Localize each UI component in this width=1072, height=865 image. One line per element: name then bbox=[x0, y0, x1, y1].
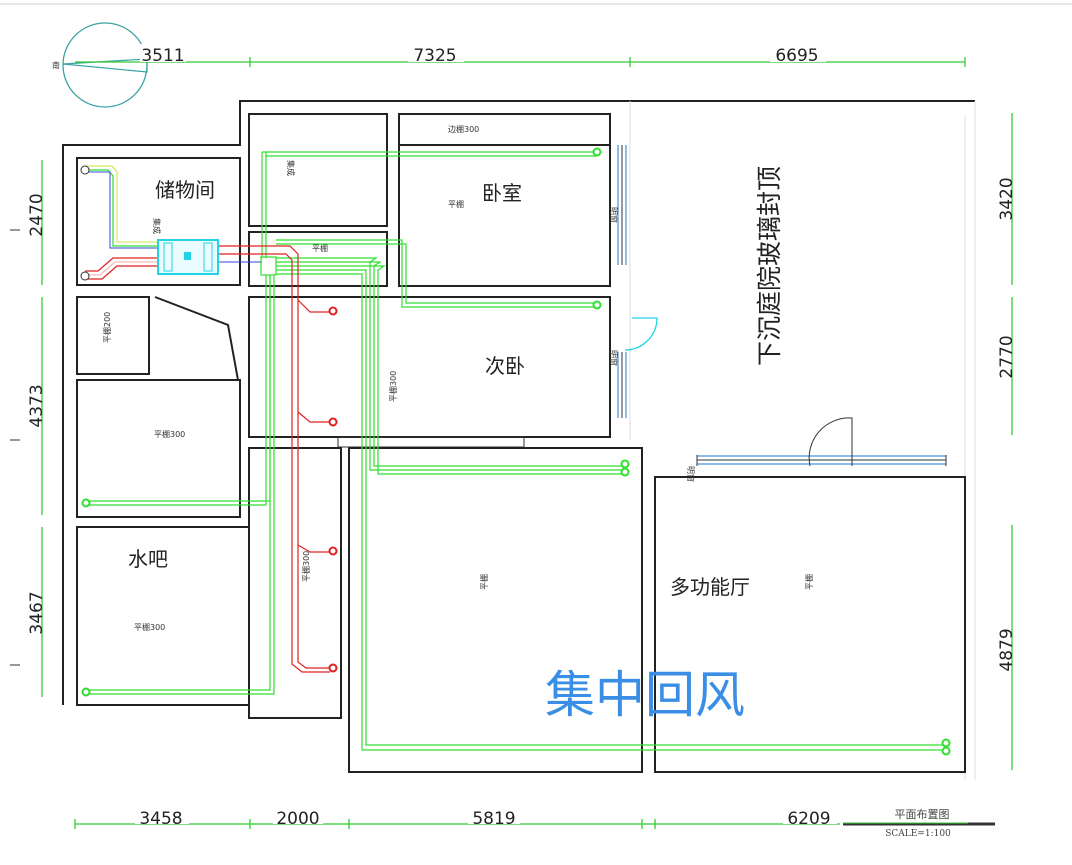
windows bbox=[617, 145, 947, 466]
room-storage bbox=[76, 157, 241, 286]
room-label-storage: 储物间 bbox=[155, 178, 215, 202]
room-label-multi-hall: 多功能厅 bbox=[670, 575, 750, 599]
dim-right-1: 3420 bbox=[997, 177, 1017, 220]
compass: 南 bbox=[52, 22, 148, 108]
label-flat-big: 平棚 bbox=[479, 574, 489, 590]
dim-right-3: 4879 bbox=[997, 628, 1017, 671]
label-window-1: 明窗 bbox=[609, 207, 619, 223]
room-integrated bbox=[248, 113, 388, 227]
label-flat-bedroom: 平棚 bbox=[448, 199, 464, 209]
dim-bottom-1: 3458 bbox=[139, 809, 182, 829]
room-flat-small bbox=[248, 231, 388, 287]
room-water-bar bbox=[76, 526, 250, 706]
label-edge-ceiling: 边棚300 bbox=[448, 124, 479, 134]
dim-top-3: 6695 bbox=[775, 46, 818, 66]
dim-top-2: 7325 bbox=[413, 46, 456, 66]
hvac-unit bbox=[157, 239, 219, 275]
room-bedroom bbox=[398, 113, 611, 287]
dimension-right: 3420 2770 4879 bbox=[997, 113, 1017, 770]
room-flat-300 bbox=[76, 379, 241, 518]
compass-label: 南 bbox=[52, 60, 60, 70]
room-big bbox=[348, 447, 643, 773]
dim-right-2: 2770 bbox=[997, 335, 1017, 378]
corridor bbox=[248, 447, 342, 719]
dim-top-1: 3511 bbox=[141, 46, 184, 66]
overlay-title: 集中回风 bbox=[545, 666, 745, 724]
title-block-title: 平面布置图 bbox=[895, 808, 950, 821]
dim-left-3: 3467 bbox=[27, 591, 47, 634]
dim-left-2: 4373 bbox=[27, 384, 47, 427]
label-flat-small: 平棚 bbox=[312, 243, 328, 253]
label-window-2: 明窗 bbox=[609, 350, 619, 366]
label-integrated-2: 集成 bbox=[286, 160, 296, 176]
room-label-second-bedroom: 次卧 bbox=[485, 354, 525, 378]
title-block: 平面布置图 SCALE=1:100 bbox=[843, 808, 995, 839]
dimension-bottom: 3458 2000 5819 6209 bbox=[74, 808, 840, 829]
room-label-courtyard: 下沉庭院玻璃封顶 bbox=[755, 166, 784, 366]
label-integrated-1: 集成 bbox=[152, 218, 162, 234]
label-flat-300-hall: 平棚300 bbox=[388, 371, 398, 402]
supply-ducts bbox=[80, 165, 338, 673]
door-second-bedroom bbox=[624, 317, 658, 351]
ceiling-labels: 集成 集成 边棚300 平棚 平棚 平棚200 平棚300 平棚300 平棚30… bbox=[102, 124, 814, 632]
room-label-water-bar: 水吧 bbox=[128, 547, 168, 571]
dim-bottom-3: 5819 bbox=[472, 809, 515, 829]
walls bbox=[62, 100, 976, 780]
dim-bottom-4: 6209 bbox=[787, 809, 830, 829]
label-flat-300-bar: 平棚300 bbox=[134, 622, 165, 632]
label-window-3: 明窗 bbox=[686, 466, 696, 482]
room-flat-200 bbox=[76, 296, 150, 375]
dimension-top: 3511 7325 6695 bbox=[75, 44, 966, 67]
door-multi-hall bbox=[808, 417, 853, 467]
dim-left-1: 2470 bbox=[27, 193, 47, 236]
room-label-bedroom: 卧室 bbox=[482, 181, 522, 205]
label-flat-300-corridor: 平棚300 bbox=[301, 551, 311, 582]
label-flat-200: 平棚200 bbox=[102, 312, 112, 343]
title-block-scale: SCALE=1:100 bbox=[885, 829, 951, 839]
dimension-left: 2470 4373 3467 bbox=[10, 160, 47, 697]
dim-bottom-2: 2000 bbox=[276, 809, 319, 829]
return-ducts bbox=[81, 147, 951, 756]
label-flat-300-a: 平棚300 bbox=[154, 429, 185, 439]
label-flat-multi: 平棚 bbox=[804, 574, 814, 590]
room-multi-hall bbox=[654, 476, 966, 773]
